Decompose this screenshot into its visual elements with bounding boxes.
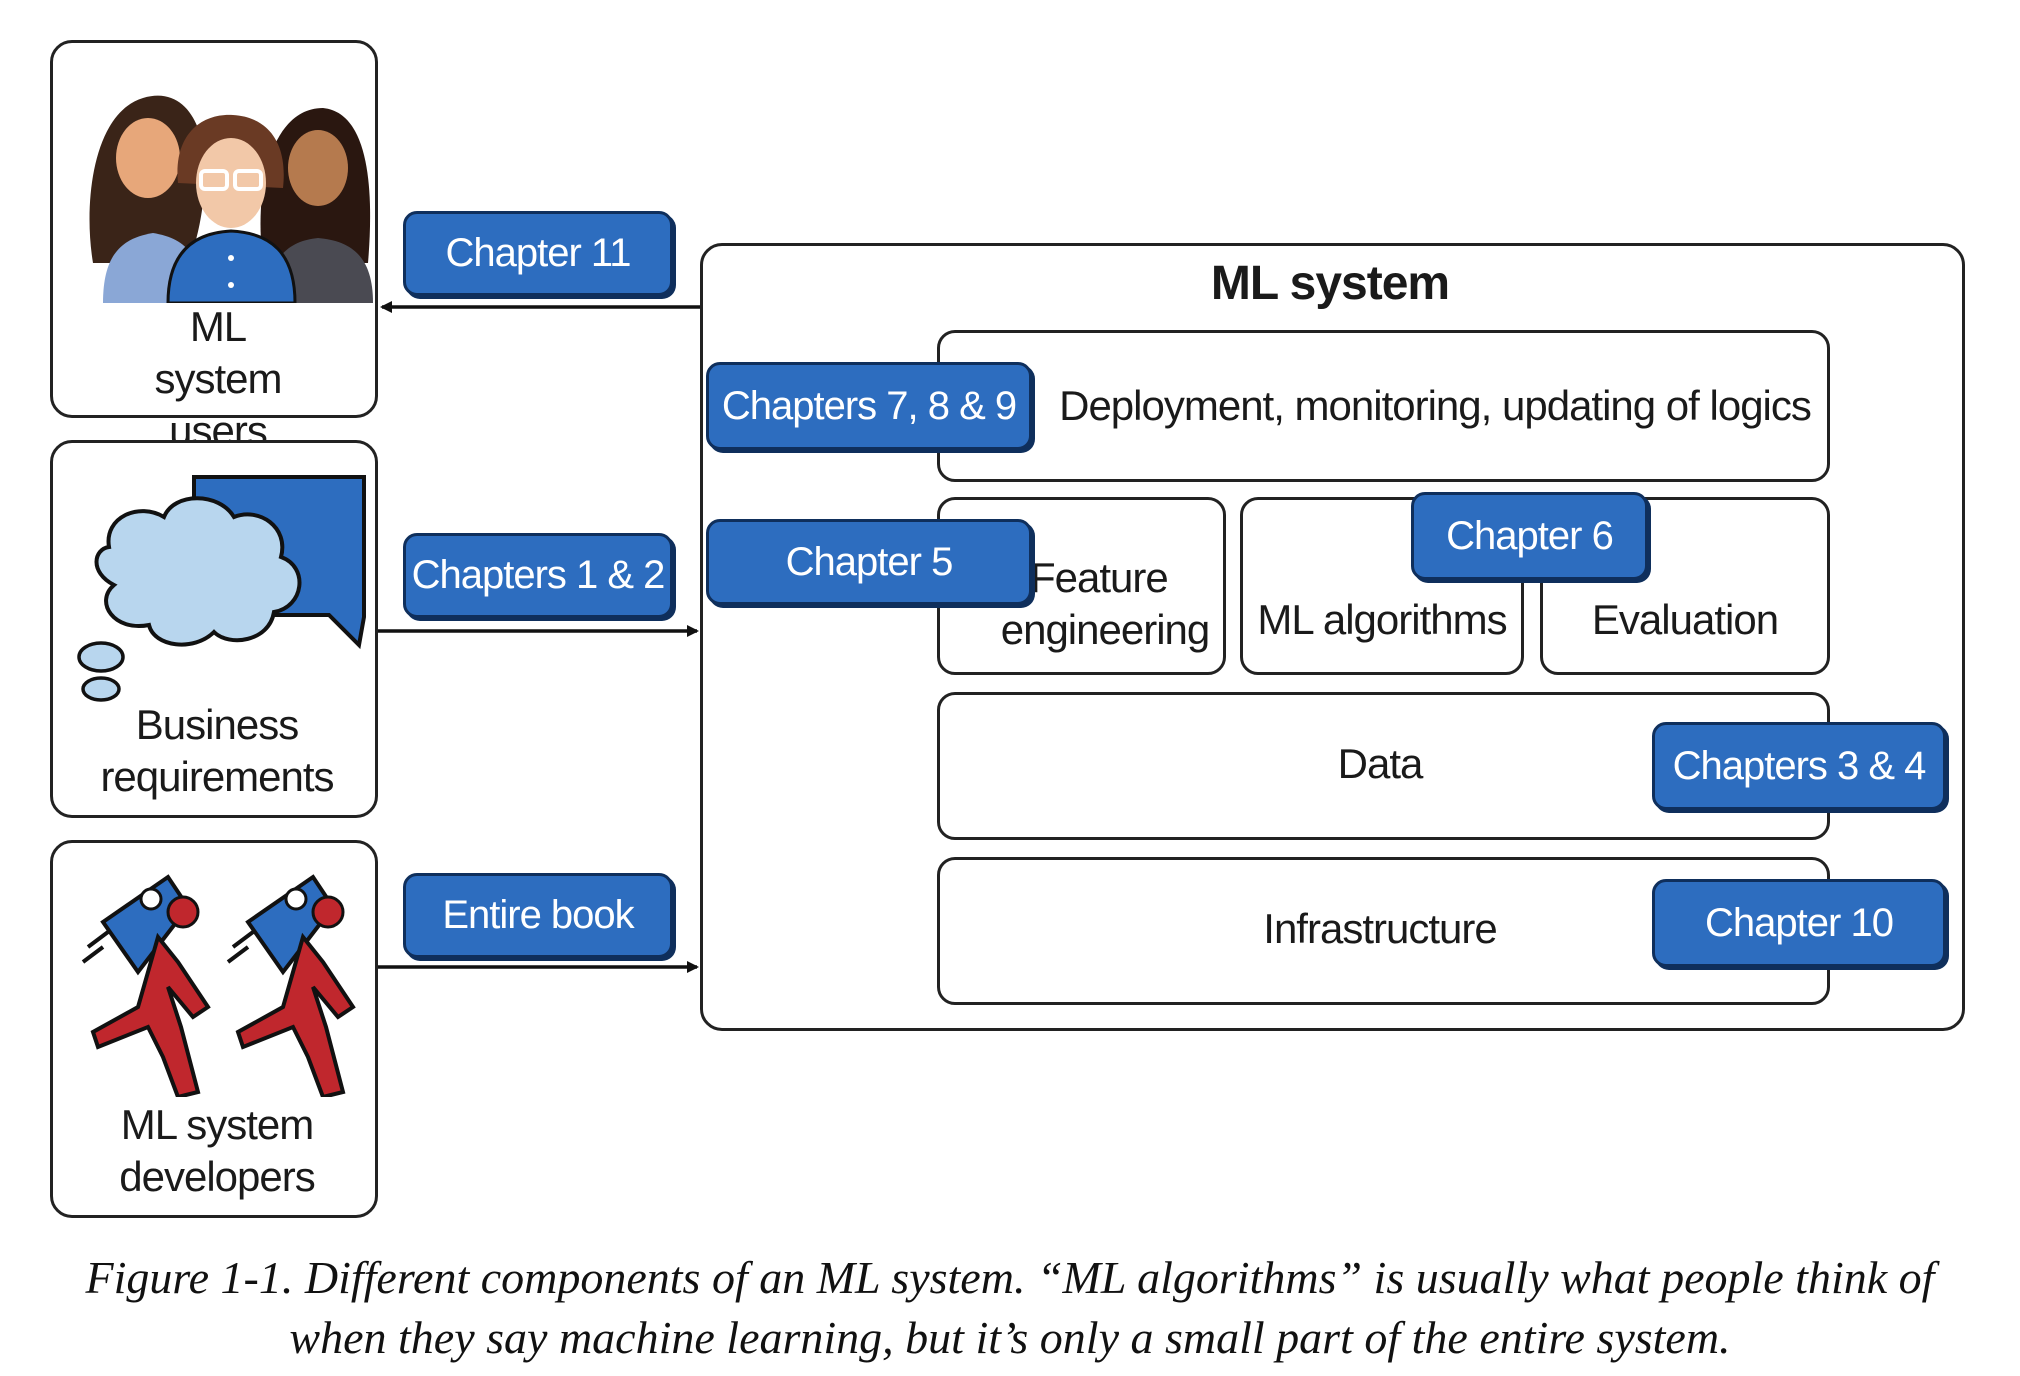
ml-system-title: ML system (1210, 257, 1450, 310)
tag-chapter-10: Chapter 10 (1652, 879, 1946, 967)
figure-caption-line1: Figure 1-1. Different components of an M… (85, 1252, 1935, 1303)
tag-chapters-1-2: Chapters 1 & 2 (403, 533, 673, 618)
tag-entire-book: Entire book (403, 873, 673, 958)
thought-speech-bubble-icon (77, 475, 366, 702)
infrastructure-label: Infrastructure (1263, 905, 1497, 952)
developers-label: ML system developers (119, 1101, 315, 1200)
business-card: Business requirements (50, 440, 378, 818)
tag-chapters-7-8-9: Chapters 7, 8 & 9 (706, 362, 1032, 450)
developers-card: ML system developers (50, 840, 378, 1218)
developers-runner-icon (81, 874, 356, 1097)
evaluation-label: Evaluation (1591, 596, 1779, 643)
business-label: Business requirements (100, 701, 334, 800)
tag-chapters-3-4: Chapters 3 & 4 (1652, 722, 1946, 810)
users-card: ML system users (50, 40, 378, 454)
deployment-label: Deployment, monitoring, updating of logi… (1059, 382, 1812, 429)
users-label: ML system users (154, 303, 282, 454)
tag-chapter-11: Chapter 11 (403, 211, 673, 296)
feature-label-line2: engineering (1000, 606, 1211, 653)
figure-caption-line2: when they say machine learning, but it’s… (289, 1312, 1731, 1363)
tag-chapter-6: Chapter 6 (1411, 492, 1648, 580)
data-label: Data (1337, 740, 1424, 787)
deployment-box (937, 330, 1830, 482)
users-group-icon (89, 95, 373, 303)
tag-chapter-5: Chapter 5 (706, 519, 1032, 605)
feature-label-line1: Feature (1030, 554, 1169, 601)
ml-algorithms-label: ML algorithms (1257, 596, 1507, 643)
